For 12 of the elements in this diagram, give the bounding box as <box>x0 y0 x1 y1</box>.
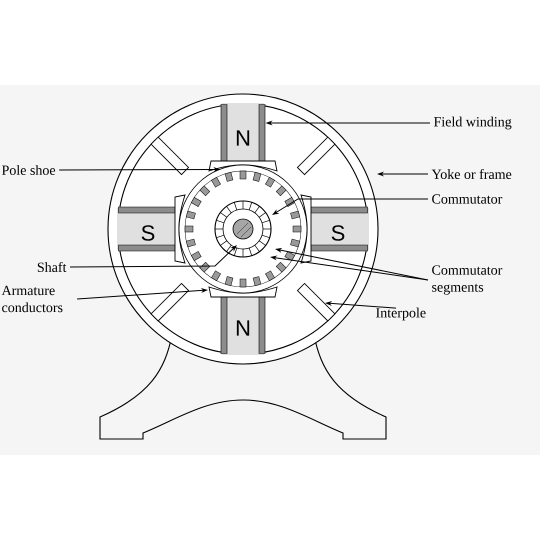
part-label: Pole shoe <box>2 165 56 175</box>
magnet-pole: N <box>236 130 250 146</box>
part-label: Armature conductors <box>2 286 62 312</box>
magnet-pole: S <box>332 225 344 241</box>
part-label: Field winding <box>434 116 512 130</box>
part-label: Shaft <box>38 262 66 272</box>
magnet-pole: S <box>142 225 154 241</box>
part-label: Yoke or frame <box>432 169 512 179</box>
part-label: Commutator <box>432 194 502 204</box>
part-label: Interpole <box>376 308 426 320</box>
part-label: Commutator segments <box>432 265 502 295</box>
magnet-pole: N <box>236 320 250 336</box>
